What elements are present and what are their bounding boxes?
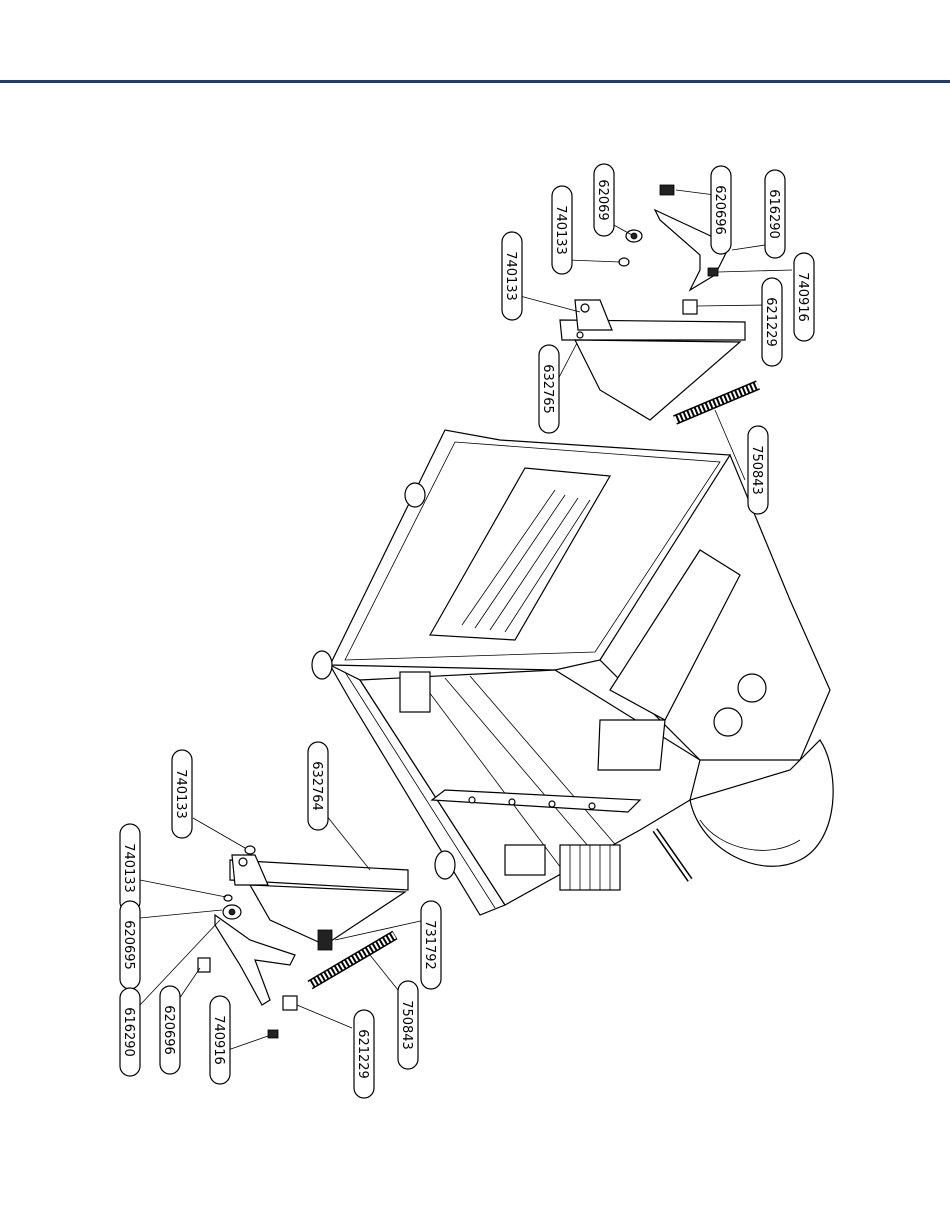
knob-left-top xyxy=(312,651,332,679)
callout-621229-left: 621229 xyxy=(354,1010,374,1098)
spacer-621229-right xyxy=(683,300,697,314)
callout-740916-left: 740916 xyxy=(210,996,230,1084)
callout-731792: 731792 xyxy=(421,901,441,989)
electrical-box-1 xyxy=(400,672,430,712)
svg-text:620695: 620695 xyxy=(121,920,136,970)
bolt-620696-right xyxy=(660,185,674,195)
callout-740916-right: 740916 xyxy=(794,253,814,341)
bolt-620696-left xyxy=(198,958,210,972)
callout-620696-left: 620696 xyxy=(160,986,180,1074)
clip-740133-left-b xyxy=(224,895,232,901)
clip-740133-right xyxy=(619,258,629,266)
callout-740133-left-b: 740133 xyxy=(120,824,140,912)
spacer-621229-left xyxy=(283,996,297,1010)
callout-label: 740133 xyxy=(503,251,518,301)
callout-750843-right: 750843 xyxy=(748,426,768,514)
svg-text:740133: 740133 xyxy=(121,843,136,893)
svg-text:740133: 740133 xyxy=(553,205,568,255)
callout-740133-right-b: 740133 xyxy=(552,186,572,274)
svg-text:616290: 616290 xyxy=(121,1007,136,1057)
callout-621229-right: 621229 xyxy=(762,278,782,366)
knob-top xyxy=(405,483,425,507)
callout-632764: 632764 xyxy=(308,742,328,830)
callout-616290-right: 616290 xyxy=(765,170,785,258)
screw-740916-left xyxy=(268,1030,278,1038)
screw-740916-right xyxy=(708,268,718,276)
bracket-ear-right xyxy=(575,300,612,330)
svg-text:750843: 750843 xyxy=(749,445,764,495)
inner-box-front xyxy=(598,720,665,770)
svg-text:620696: 620696 xyxy=(161,1005,176,1055)
svg-text:632765: 632765 xyxy=(540,364,555,414)
motor-cap-2 xyxy=(714,708,742,736)
spring-right xyxy=(675,385,758,420)
knob-left-bottom xyxy=(435,851,455,879)
lever-left xyxy=(215,915,295,1005)
clip-740133-left-a xyxy=(245,846,255,854)
motor-cap-1 xyxy=(738,674,766,702)
svg-text:621229: 621229 xyxy=(355,1029,370,1079)
svg-text:632764: 632764 xyxy=(309,761,324,811)
callout-616290-left: 616290 xyxy=(120,988,140,1076)
callout-620696-right: 620696 xyxy=(711,166,731,254)
svg-text:731792: 731792 xyxy=(422,920,437,970)
svg-text:62069: 62069 xyxy=(595,179,610,220)
svg-text:740916: 740916 xyxy=(795,272,810,322)
callout-740133-right-a: 740133 xyxy=(502,232,522,320)
svg-text:740916: 740916 xyxy=(211,1015,226,1065)
callout-620695: 620695 xyxy=(120,901,140,989)
switch-731792 xyxy=(318,930,332,950)
callout-62069: 62069 xyxy=(594,164,614,236)
callout-632765: 632765 xyxy=(539,345,559,433)
callout-750843-left: 750843 xyxy=(398,981,418,1069)
svg-text:740133: 740133 xyxy=(173,769,188,819)
svg-text:620696: 620696 xyxy=(712,185,727,235)
terminal-block-1 xyxy=(505,845,545,875)
callout-740133-left-a: 740133 xyxy=(172,750,192,838)
svg-text:621229: 621229 xyxy=(763,297,778,347)
svg-text:616290: 616290 xyxy=(766,189,781,239)
svg-text:750843: 750843 xyxy=(399,1000,414,1050)
